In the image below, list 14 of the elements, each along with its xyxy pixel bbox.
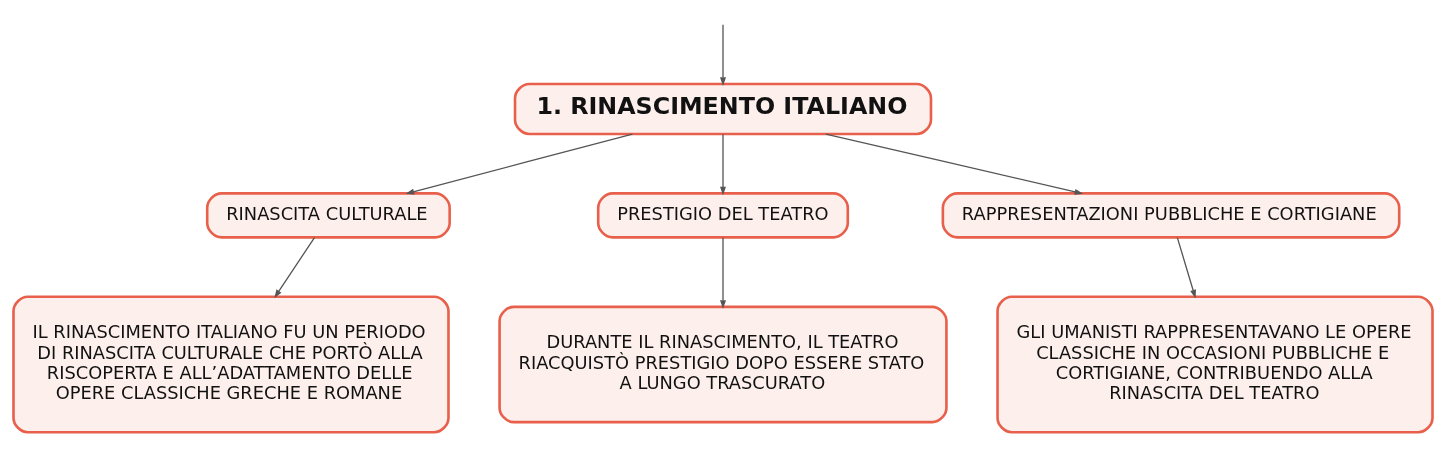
arrow <box>274 236 316 298</box>
arrow <box>825 132 1084 195</box>
node-box: RAPPRESENTAZIONI PUBBLICHE E CORTIGIANE <box>941 191 1401 239</box>
node-box: PRESTIGIO DEL TEATRO <box>596 191 850 239</box>
arrow <box>720 23 726 86</box>
arrow <box>405 132 634 195</box>
node-box: DURANTE IL RINASCIMENTO, IL TEATRO RIACQUISTÒ PRESTIGIO DOPO ESSERE STATO A LUNGO TRASCURATO <box>498 305 948 423</box>
node-box: GLI UMANISTI RAPPRESENTAVANO LE OPERE CLASSICHE IN OCCASIONI PUBBLICHE E CORTIGIANE, CONTRIBUENDO ALLA RINASCITA DEL TEATRO <box>996 294 1434 434</box>
node-box: 1. RINASCIMENTO ITALIANO <box>513 82 933 135</box>
node-box: IL RINASCIMENTO ITALIANO FU UN PERIODO DI RINASCITA CULTURALE CHE PORTÒ ALLA RISCOPERTA E ALL’ADATTAMENTO DELLE OPERE CLASSICHE GRECHE E ROMANE <box>12 294 450 434</box>
arrow <box>720 133 726 195</box>
node-box: RINASCITA CULTURALE <box>205 191 451 239</box>
arrow <box>720 236 726 309</box>
arrow <box>1176 236 1196 298</box>
